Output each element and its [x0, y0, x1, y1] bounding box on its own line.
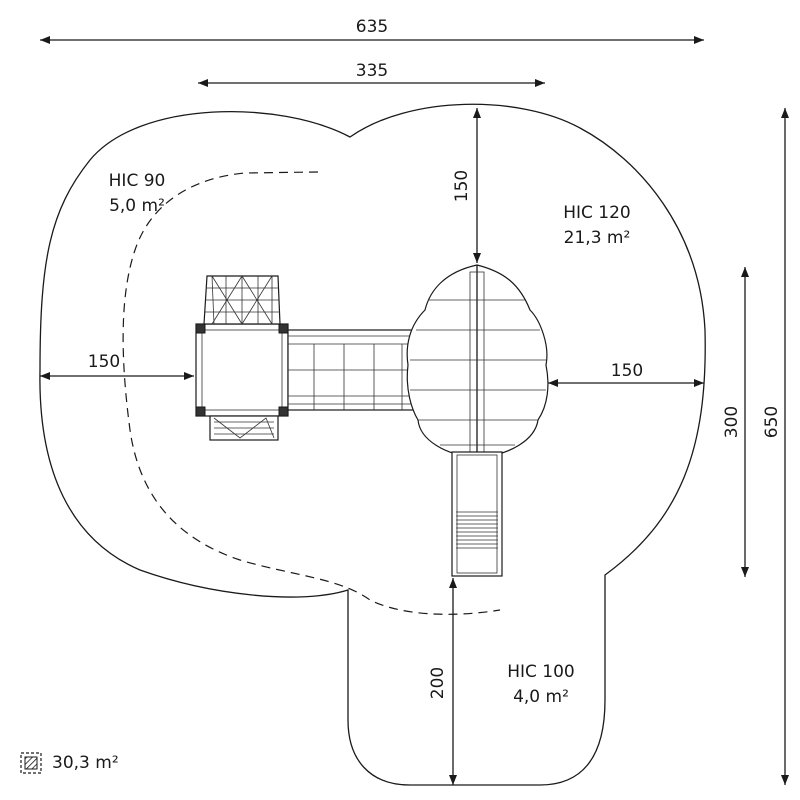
legend: 30,3 m² — [20, 752, 119, 774]
zone-hic-100-label: HIC 100 — [507, 662, 575, 682]
label-total-width: 635 — [356, 17, 388, 37]
slide — [451, 451, 503, 577]
label-platform-width: 335 — [356, 61, 388, 81]
hatched-square-icon — [20, 752, 42, 774]
net-bridge — [287, 329, 417, 411]
climbing-net — [203, 275, 281, 325]
label-top-clearance: 150 — [452, 170, 472, 202]
legend-total-area: 30,3 m² — [52, 753, 119, 773]
tree-roof — [406, 264, 549, 459]
safety-zone-outline — [39, 103, 706, 786]
label-left-clearance: 150 — [88, 352, 120, 372]
zone-hic-100-area: 4,0 m² — [513, 687, 569, 707]
zone-hic-90-label: HIC 90 — [109, 171, 166, 191]
access-ladder — [209, 415, 279, 441]
zone-hic-90-area: 5,0 m² — [109, 196, 165, 216]
label-total-depth: 650 — [762, 406, 782, 438]
label-right-clearance: 150 — [611, 361, 643, 381]
zone-hic-120-area: 21,3 m² — [564, 228, 631, 248]
label-slide-clearance: 200 — [428, 667, 448, 699]
tower-platform — [195, 323, 289, 417]
label-roof-zone: 300 — [722, 406, 742, 438]
zone-hic-120-label: HIC 120 — [563, 203, 631, 223]
